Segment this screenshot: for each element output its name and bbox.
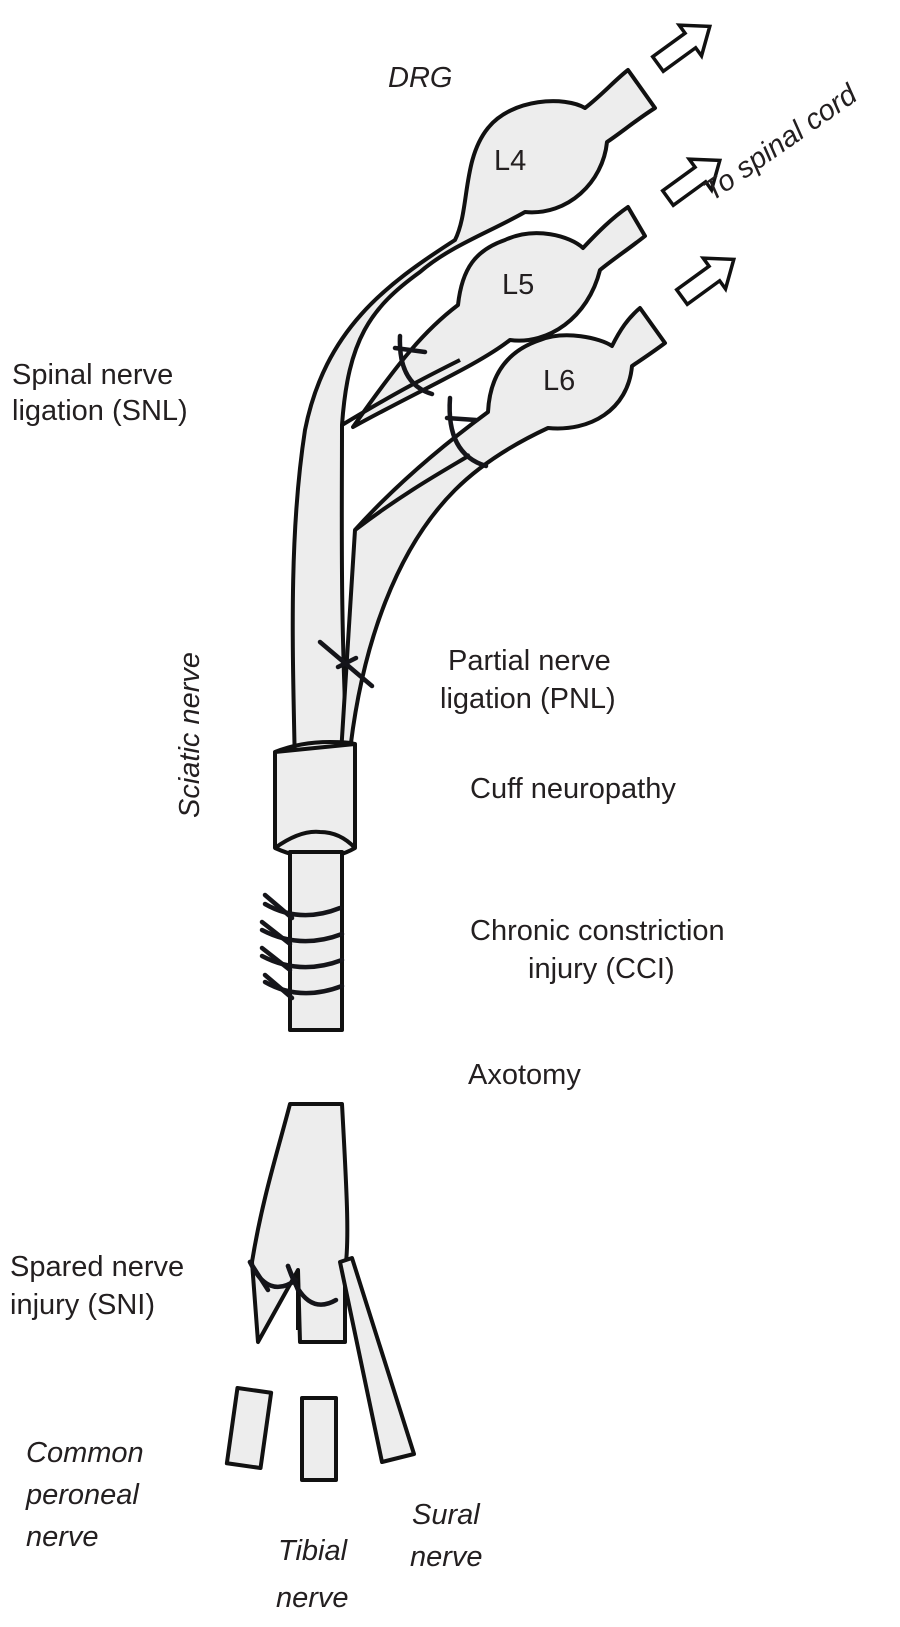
pnl-label-line2: ligation (PNL) xyxy=(440,683,616,715)
common-peroneal-label-line1: Common xyxy=(26,1437,144,1469)
sural-nerve-segment xyxy=(340,1258,414,1462)
cci-label-line2: injury (CCI) xyxy=(528,953,675,985)
sciatic-nerve-label: Sciatic nerve xyxy=(174,652,206,818)
tibial-stump xyxy=(302,1398,336,1480)
l4-label: L4 xyxy=(494,145,526,177)
common-peroneal-stump xyxy=(227,1388,271,1468)
tibial-label-line1: Tibial xyxy=(278,1535,349,1567)
arrow-icon-l6 xyxy=(671,244,745,312)
sni-label-line2: injury (SNI) xyxy=(10,1289,155,1321)
sni-label-line1: Spared nerve xyxy=(10,1251,184,1283)
sural-label-line2: nerve xyxy=(410,1541,483,1573)
tibial-label-line2: nerve xyxy=(276,1582,349,1614)
l6-label: L6 xyxy=(543,365,575,397)
common-peroneal-label-line3: nerve xyxy=(26,1521,99,1553)
cci-label-line1: Chronic constriction xyxy=(470,915,725,947)
drg-label: DRG xyxy=(388,62,452,94)
arrow-icon-l4 xyxy=(647,11,721,79)
snl-label-line2: ligation (SNL) xyxy=(12,395,188,427)
common-peroneal-label-line2: peroneal xyxy=(25,1479,140,1511)
axotomy-label: Axotomy xyxy=(468,1059,581,1091)
cuff-label: Cuff neuropathy xyxy=(470,773,676,805)
snl-label-line1: Spinal nerve xyxy=(12,359,173,391)
pnl-label-line1: Partial nerve xyxy=(448,645,611,677)
to-spinal-cord-label: To spinal cord xyxy=(698,78,864,208)
sural-label-line1: Sural xyxy=(412,1499,481,1531)
l5-label: L5 xyxy=(502,269,534,301)
